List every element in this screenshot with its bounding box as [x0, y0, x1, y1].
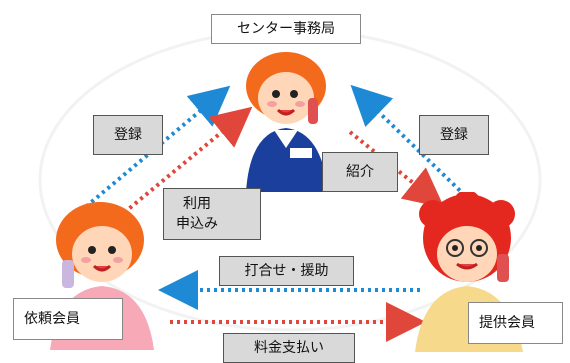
flow-label-coordinate-help: 打合せ・援助 — [219, 256, 354, 286]
office-staff-figure — [246, 52, 328, 192]
flow-label-use-request: 利用 申込み — [163, 188, 261, 240]
node-provider: 提供会員 — [468, 302, 563, 344]
flow-label-introduce: 紹介 — [322, 152, 398, 192]
arrow-use-request — [106, 106, 253, 228]
node-requester: 依頼会員 — [13, 298, 123, 340]
flow-label-register-right: 登録 — [419, 115, 489, 155]
flow-label-fee-payment: 料金支払い — [223, 333, 355, 363]
flow-label-register-left: 登録 — [93, 115, 163, 155]
node-center-office: センター事務局 — [211, 14, 361, 44]
